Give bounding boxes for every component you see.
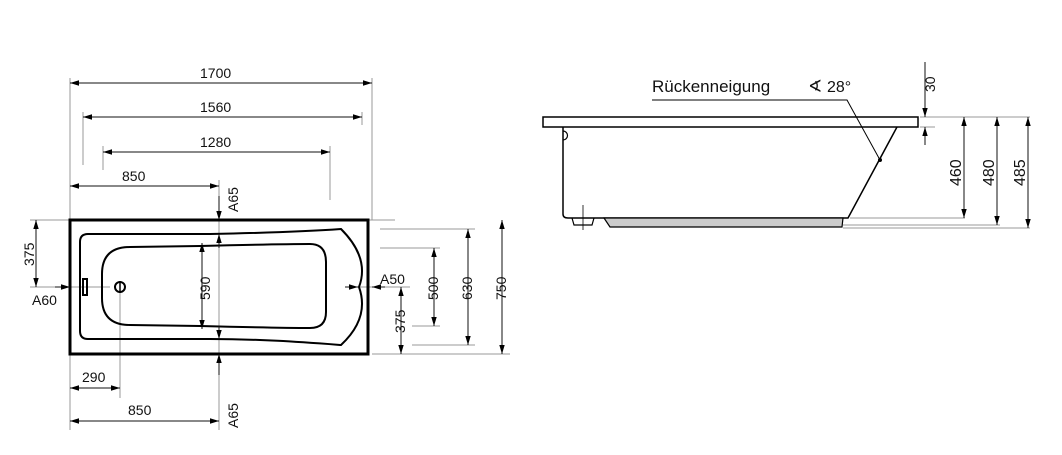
label-a60: A60 [32,292,57,308]
label-a65-top: A65 [225,187,241,212]
dim-label-590: 590 [197,276,213,300]
angle-icon: ∢ [808,77,822,96]
dim-label-375-left: 375 [21,242,37,266]
dim-label-1700: 1700 [200,65,231,81]
dim-label-290: 290 [82,369,106,385]
tub-rim [79,227,363,347]
tub-body-side [562,126,898,219]
tub-rim-side [542,116,919,128]
dim-label-1280: 1280 [200,134,231,150]
label-a50: A50 [380,271,405,287]
dim-label-375-right: 375 [392,309,408,333]
dim-label-480: 480 [981,159,998,186]
overflow-icon [82,278,88,296]
dim-label-850-bottom: 850 [128,402,152,418]
leader-line [652,99,881,161]
top-view: 1700 1560 1280 850 A65 590 375 A60 A50 3… [21,65,510,430]
backrest-label: Rückenneigung [652,77,770,96]
dim-label-30: 30 [922,76,938,92]
label-a65-bottom: A65 [225,403,241,428]
tub-basin [101,242,327,330]
dim-label-1560: 1560 [200,99,231,115]
dim-label-850-top: 850 [122,168,146,184]
dim-label-460: 460 [948,159,965,186]
dim-label-500: 500 [425,276,441,300]
tub-base [602,217,844,228]
dim-label-485: 485 [1012,159,1029,186]
backrest-angle: 28° [827,79,851,96]
side-view: Rückenneigung ∢ 28° 30 460 480 485 [542,62,1031,230]
dim-label-750: 750 [493,276,509,300]
dim-label-630: 630 [459,276,475,300]
